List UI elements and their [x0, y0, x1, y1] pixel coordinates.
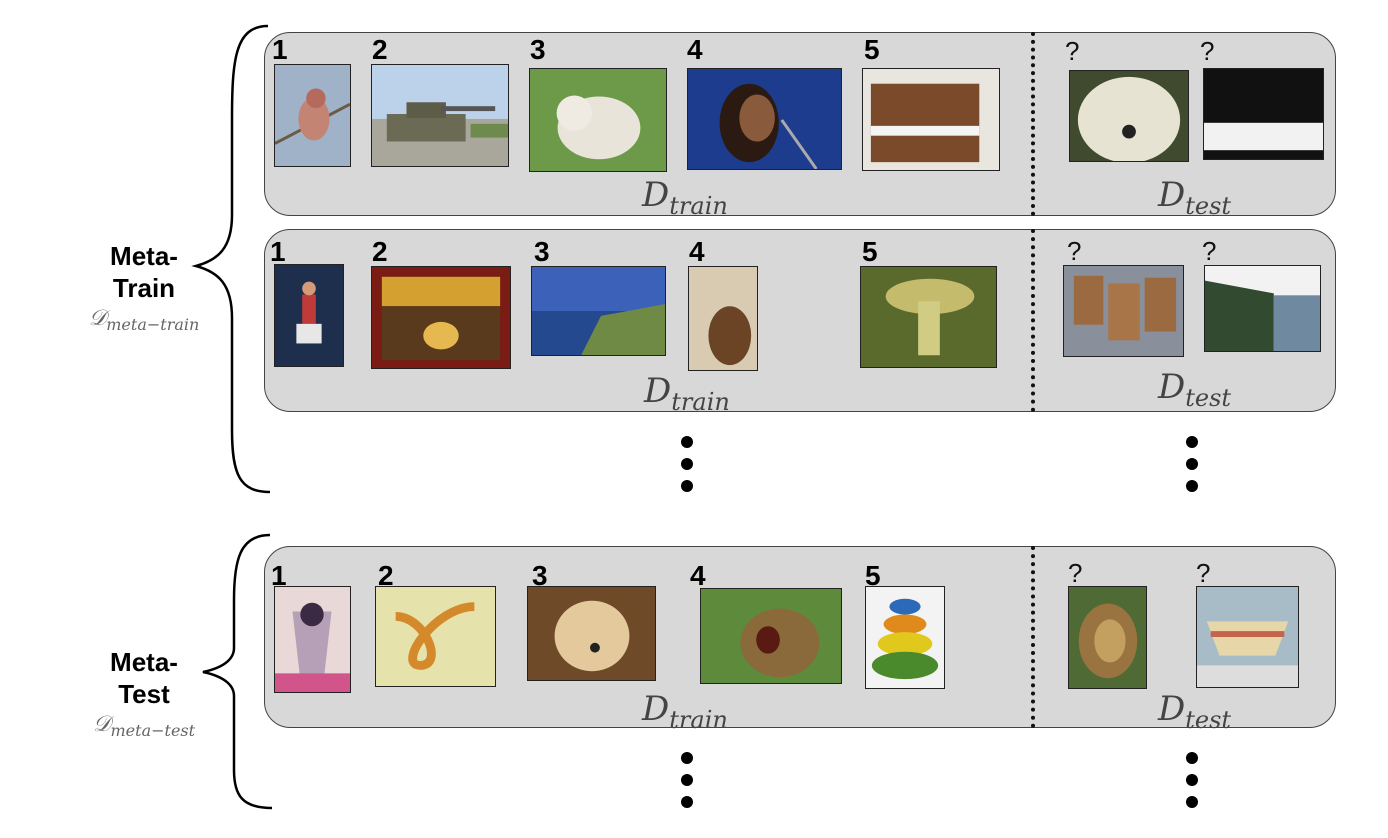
d-train-sub: train — [669, 192, 728, 220]
meta-test-symbol-main: 𝒟 — [92, 712, 111, 737]
class-number-2: 2 — [378, 560, 394, 591]
d-train-main: D — [642, 689, 670, 729]
meta-train-symbol-main: 𝒟 — [88, 306, 107, 331]
ellipsis-dot — [681, 796, 693, 808]
train-test-divider-2 — [1031, 229, 1035, 412]
gymnast-photo — [274, 264, 344, 367]
meta-test-symbol-sub: meta−test — [110, 721, 196, 740]
d-test-label: Dtest — [1158, 178, 1231, 218]
meta-test-title-line1: Meta- — [110, 647, 178, 677]
ellipsis-dot — [681, 752, 693, 764]
piano-keys-photo — [1203, 68, 1324, 160]
piano-photo — [862, 68, 1000, 171]
class-number-1: 1 — [270, 236, 286, 267]
d-train-main: D — [642, 175, 670, 215]
class-number-3: 3 — [532, 560, 548, 591]
cliffs-photo — [1204, 265, 1321, 352]
golden-retriever-photo — [527, 586, 656, 681]
class-number-3: 3 — [534, 236, 550, 267]
meta-train-title-line2: Train — [112, 273, 176, 303]
query-mark: ? — [1068, 558, 1083, 588]
d-test-label: Dtest — [1158, 370, 1231, 410]
d-train-sub: train — [671, 388, 730, 416]
train-test-divider-1 — [1031, 32, 1035, 216]
carousel-photo — [371, 266, 511, 369]
mushroom-photo — [860, 266, 997, 368]
barrels-photo — [1063, 265, 1184, 357]
class-number-4: 4 — [689, 236, 705, 267]
d-train-label: Dtrain — [642, 692, 728, 732]
d-test-main: D — [1158, 367, 1186, 407]
class-number-4: 4 — [687, 34, 703, 65]
d-test-sub: test — [1185, 706, 1232, 734]
bowls-photo — [865, 586, 945, 689]
meta-train-symbol-sub: meta−train — [106, 315, 200, 334]
ellipsis-dot — [681, 774, 693, 786]
lion-photo — [1068, 586, 1147, 689]
lion-roaring-photo — [700, 588, 842, 684]
cliff-photo — [531, 266, 666, 356]
d-train-sub: train — [669, 706, 728, 734]
ellipsis-dot — [681, 458, 693, 470]
query-mark: ? — [1196, 558, 1211, 588]
query-mark: ? — [1065, 36, 1080, 66]
meta-train-title-line1: Meta- — [110, 241, 178, 271]
class-number-5: 5 — [865, 560, 881, 591]
d-train-label: Dtrain — [642, 178, 728, 218]
worm-photo — [375, 586, 496, 687]
tank-photo — [371, 64, 509, 167]
meta-train-label: Meta- Train 𝒟meta−train — [44, 240, 244, 334]
komondor-dog-photo — [1069, 70, 1189, 162]
class-number-2: 2 — [372, 236, 388, 267]
d-test-label: Dtest — [1158, 692, 1231, 732]
train-test-divider-3 — [1031, 546, 1035, 728]
d-test-main: D — [1158, 175, 1186, 215]
ellipsis-dot — [1186, 774, 1198, 786]
ellipsis-dot — [1186, 458, 1198, 470]
class-number-5: 5 — [864, 34, 880, 65]
query-mark: ? — [1202, 236, 1217, 266]
d-test-sub: test — [1185, 192, 1232, 220]
bowl-photo — [1196, 586, 1299, 688]
ellipsis-dot — [1186, 796, 1198, 808]
query-mark: ? — [1200, 36, 1215, 66]
class-number-1: 1 — [272, 34, 288, 65]
ellipsis-dot — [681, 436, 693, 448]
class-number-1: 1 — [271, 560, 287, 591]
class-number-3: 3 — [530, 34, 546, 65]
meta-test-symbol: 𝒟meta−test — [44, 712, 244, 740]
class-number-2: 2 — [372, 34, 388, 65]
white-dog-photo — [529, 68, 667, 172]
d-train-label: Dtrain — [644, 374, 730, 414]
bird-photo — [274, 64, 351, 167]
ellipsis-dot — [1186, 752, 1198, 764]
ellipsis-dot — [1186, 436, 1198, 448]
trifle-photo — [274, 586, 351, 693]
d-test-main: D — [1158, 689, 1186, 729]
d-train-main: D — [644, 371, 672, 411]
query-mark: ? — [1067, 236, 1082, 266]
meta-test-title-line2: Test — [118, 679, 170, 709]
d-test-sub: test — [1185, 384, 1232, 412]
barrel-photo — [688, 266, 758, 371]
ellipsis-dot — [1186, 480, 1198, 492]
meta-train-symbol: 𝒟meta−train — [44, 306, 244, 334]
class-number-4: 4 — [690, 560, 706, 591]
ellipsis-dot — [681, 480, 693, 492]
singer-photo — [687, 68, 842, 170]
meta-test-label: Meta- Test 𝒟meta−test — [44, 646, 244, 740]
class-number-5: 5 — [862, 236, 878, 267]
